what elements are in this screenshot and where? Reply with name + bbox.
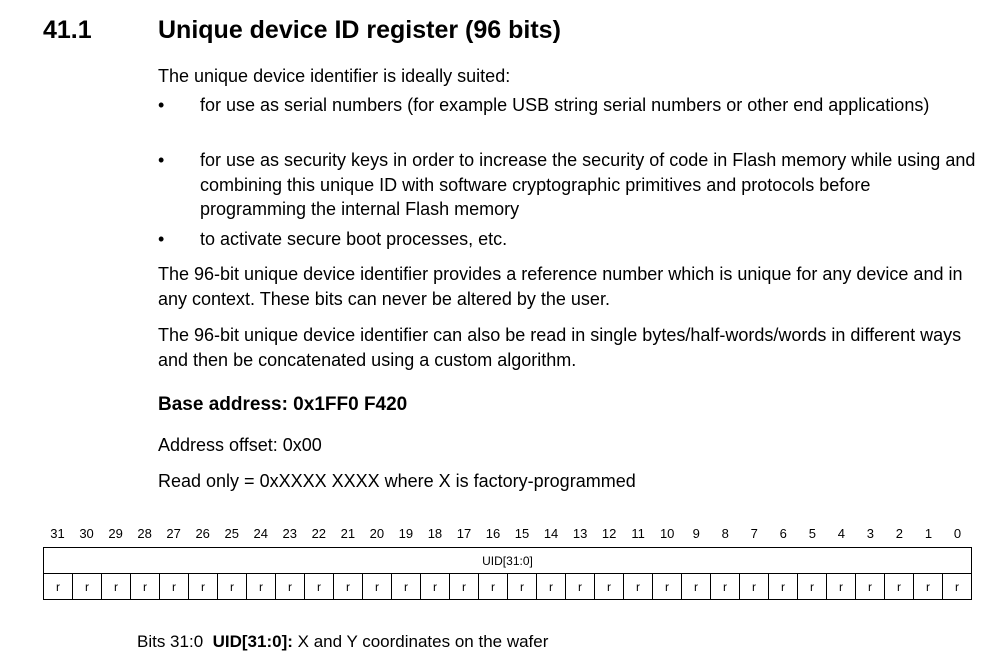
access-cell: r [362, 573, 392, 600]
access-cell: r [275, 573, 305, 600]
bit-number: 14 [543, 526, 559, 541]
access-cell: r [391, 573, 421, 600]
bit-number: 13 [572, 526, 588, 541]
access-cell: r [826, 573, 856, 600]
bit-number: 18 [427, 526, 443, 541]
bit-number: 2 [895, 526, 904, 541]
address-offset: Address offset: 0x00 [158, 435, 322, 455]
access-cell: r [739, 573, 769, 600]
access-cell: r [333, 573, 363, 600]
intro-text: The unique device identifier is ideally … [158, 66, 511, 86]
bit-number: 15 [514, 526, 530, 541]
access-cell: r [507, 573, 537, 600]
bit-number: 17 [456, 526, 472, 541]
paragraph-read: The 96-bit unique device identifier can … [158, 325, 962, 370]
access-cell: r [449, 573, 479, 600]
bit-number: 5 [808, 526, 816, 541]
bit-field-name: UID[31:0]: [212, 632, 293, 651]
bit-number: 19 [398, 526, 414, 541]
access-cell: r [884, 573, 914, 600]
section-number: 41.1 [43, 16, 92, 44]
read-only-note: Read only = 0xXXXX XXXX where X is facto… [158, 471, 636, 491]
bit-number: 21 [340, 526, 356, 541]
access-cell: r [536, 573, 566, 600]
bit-number: 16 [485, 526, 501, 541]
access-cell: r [681, 573, 711, 600]
bit-number: 12 [601, 526, 617, 541]
access-cell: r [652, 573, 682, 600]
bit-range: Bits 31:0 [137, 632, 204, 651]
bit-number: 24 [253, 526, 268, 541]
access-cell: r [710, 573, 740, 600]
register-field-uid: UID[31:0] [43, 547, 972, 574]
bullet-text: to activate secure boot processes, etc. [200, 229, 508, 249]
bit-number: 11 [631, 526, 645, 541]
bit-number: 6 [779, 526, 787, 541]
bit-number: 22 [311, 526, 327, 541]
bit-number: 20 [369, 526, 385, 541]
access-cell: r [188, 573, 218, 600]
access-cell: r [478, 573, 508, 600]
access-cell: r [942, 573, 972, 600]
bullet-icon: • [158, 229, 165, 249]
bit-number: 25 [224, 526, 239, 541]
bit-number: 23 [282, 526, 297, 541]
bit-number: 3 [866, 526, 874, 541]
bit-number: 0 [953, 526, 962, 541]
bullet-text: for use as security keys in order to inc… [200, 150, 976, 219]
bit-number: 8 [721, 526, 729, 541]
access-cell: r [565, 573, 595, 600]
bullet-icon: • [158, 150, 165, 170]
access-cell: r [768, 573, 798, 600]
bit-number: 27 [166, 526, 181, 541]
bit-number: 4 [837, 526, 845, 541]
bit-field-description: X and Y coordinates on the wafer [292, 632, 549, 651]
bit-number: 31 [50, 526, 65, 541]
bit-number: 26 [195, 526, 210, 541]
access-cell: r [913, 573, 943, 600]
access-cell: r [246, 573, 276, 600]
base-address-heading: Base address: 0x1FF0 F420 [158, 394, 408, 415]
bit-number: 10 [659, 526, 675, 541]
bullet-text: for use as serial numbers (for example U… [200, 95, 930, 115]
bullet-icon: • [158, 95, 165, 115]
access-cell: r [217, 573, 247, 600]
bit-number: 29 [108, 526, 123, 541]
access-cell: r [304, 573, 334, 600]
bit-number: 30 [79, 526, 94, 541]
bit-number: 7 [750, 526, 758, 541]
access-cell: r [797, 573, 827, 600]
access-cell: r [159, 573, 189, 600]
access-cell: r [130, 573, 160, 600]
access-cell: r [43, 573, 73, 600]
section-title: Unique device ID register (96 bits) [158, 16, 561, 44]
access-cell: r [623, 573, 653, 600]
bit-number: 28 [137, 526, 152, 541]
bit-number: 9 [692, 526, 700, 541]
access-cell: r [101, 573, 131, 600]
access-cell: r [72, 573, 102, 600]
access-cell: r [420, 573, 450, 600]
access-cell: r [855, 573, 885, 600]
access-cell: r [594, 573, 624, 600]
bit-description: Bits 31:0 UID[31:0]: X and Y coordinates… [137, 632, 548, 652]
paragraph-unique: The 96-bit unique device identifier prov… [158, 264, 963, 309]
bit-number: 1 [924, 526, 933, 541]
